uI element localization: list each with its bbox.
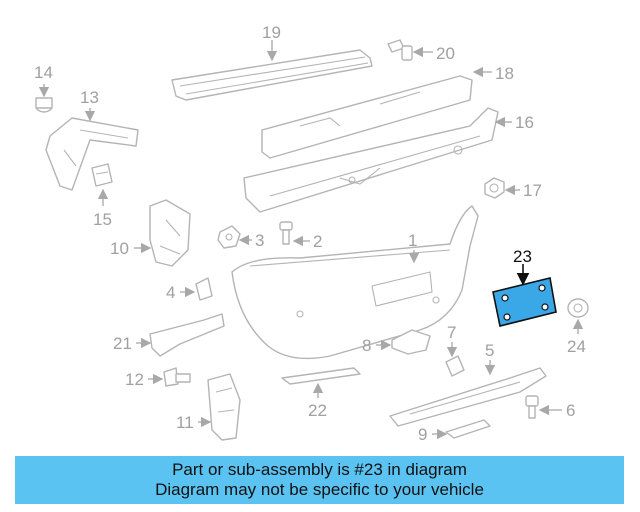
callout-24: 24 <box>567 337 586 356</box>
banner-line-disclaimer: Diagram may not be specific to your vehi… <box>155 480 484 499</box>
callout-10: 10 <box>110 239 129 258</box>
part-19-reinforcement-beam <box>171 49 373 101</box>
part-23-license-plate-bracket <box>492 277 557 327</box>
callout-7: 7 <box>447 323 456 342</box>
callout-8: 8 <box>362 336 371 355</box>
callout-5: 5 <box>485 341 494 360</box>
part-22-reflector-trim <box>281 367 361 385</box>
part-21-support-bracket <box>149 313 225 357</box>
part-18-energy-absorber <box>261 75 473 159</box>
parts-diagram: 19 20 18 16 17 14 13 15 10 3 2 1 4 21 8 … <box>34 23 589 444</box>
callout-21: 21 <box>113 334 132 353</box>
part-17-nut <box>484 177 505 199</box>
callout-22: 22 <box>308 401 327 420</box>
part-7-bolt <box>445 355 465 377</box>
part-5-lower-valance <box>389 367 547 427</box>
callout-23: 23 <box>513 247 532 266</box>
part-20-bolt <box>387 39 413 61</box>
leader-lines <box>38 40 584 440</box>
callout-13: 13 <box>80 88 99 107</box>
callout-9: 9 <box>418 425 427 444</box>
callout-6: 6 <box>566 401 575 420</box>
part-2-screw <box>279 221 293 245</box>
callout-3: 3 <box>255 231 264 250</box>
part-24-parking-sensor <box>567 298 589 318</box>
callout-18: 18 <box>495 64 514 83</box>
callout-15: 15 <box>93 210 112 229</box>
part-13-side-bracket <box>45 117 139 191</box>
part-6-screw <box>525 395 539 419</box>
callout-2: 2 <box>313 232 322 251</box>
callout-4: 4 <box>166 283 175 302</box>
part-11-lower-bracket <box>207 373 241 441</box>
part-10-mud-flap <box>149 199 191 267</box>
callout-14: 14 <box>34 63 53 82</box>
part-15-mount-bracket <box>91 163 113 187</box>
part-14-clip <box>35 97 53 113</box>
callout-17: 17 <box>523 181 542 200</box>
callout-20: 20 <box>436 44 455 63</box>
callout-19: 19 <box>262 23 281 42</box>
banner-line-part: Part or sub-assembly is #23 in diagram <box>172 460 467 479</box>
callout-1: 1 <box>408 231 417 250</box>
callout-11: 11 <box>176 413 194 432</box>
callout-16: 16 <box>515 113 534 132</box>
info-banner: Part or sub-assembly is #23 in diagram D… <box>15 456 624 504</box>
part-9-lower-trim <box>445 419 491 439</box>
callout-12: 12 <box>125 370 144 389</box>
part-12-bolt <box>163 367 191 387</box>
part-3-nut <box>217 225 241 249</box>
part-1-bumper-cover <box>231 205 479 360</box>
part-8-center-bracket <box>391 329 431 355</box>
part-4-clip <box>195 277 213 301</box>
